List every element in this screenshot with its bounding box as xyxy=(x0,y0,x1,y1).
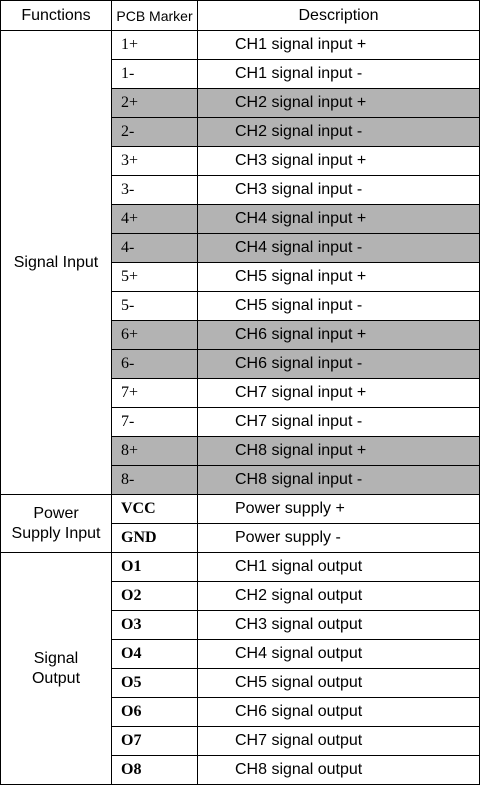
pcb-marker-cell: 3+ xyxy=(111,146,198,176)
description-cell: CH6 signal input + xyxy=(197,320,480,350)
table-row: 5+CH5 signal input + xyxy=(1,262,480,292)
description-cell: CH5 signal input - xyxy=(197,291,480,321)
table-row: 7-CH7 signal input - xyxy=(1,407,480,437)
pcb-marker-cell: O4 xyxy=(111,639,198,669)
description-cell: CH8 signal output xyxy=(197,755,480,785)
function-cell: Signal Output xyxy=(0,552,112,785)
description-cell: CH3 signal input - xyxy=(197,175,480,205)
table-row: 6+CH6 signal input + xyxy=(1,320,480,350)
pcb-marker-cell: 6- xyxy=(111,349,198,379)
pcb-marker-cell: O8 xyxy=(111,755,198,785)
table-row: 4+CH4 signal input + xyxy=(1,204,480,234)
pcb-marker-cell: O2 xyxy=(111,581,198,611)
header-pcb-marker: PCB Marker xyxy=(111,0,198,31)
pcb-marker-cell: GND xyxy=(111,523,198,553)
table-row: 2-CH2 signal input - xyxy=(1,117,480,147)
pcb-marker-cell: VCC xyxy=(111,494,198,524)
pcb-marker-cell: O5 xyxy=(111,668,198,698)
description-cell: CH4 signal input + xyxy=(197,204,480,234)
pcb-marker-cell: 2+ xyxy=(111,88,198,118)
description-cell: Power supply + xyxy=(197,494,480,524)
pcb-marker-cell: O1 xyxy=(111,552,198,582)
description-cell: CH8 signal input + xyxy=(197,436,480,466)
description-cell: CH7 signal input - xyxy=(197,407,480,437)
pcb-marker-cell: O7 xyxy=(111,726,198,756)
description-cell: CH7 signal input + xyxy=(197,378,480,408)
pcb-marker-cell: O3 xyxy=(111,610,198,640)
pin-table: Functions PCB Marker Description Signal … xyxy=(0,0,480,785)
function-cell: Power Supply Input xyxy=(0,494,112,553)
description-cell: CH4 signal output xyxy=(197,639,480,669)
pcb-marker-cell: 7- xyxy=(111,407,198,437)
pcb-marker-cell: 2- xyxy=(111,117,198,147)
header-row: Functions PCB Marker Description xyxy=(0,0,480,31)
table-row: 2+CH2 signal input + xyxy=(1,88,480,118)
pcb-marker-cell: 8- xyxy=(111,465,198,495)
description-cell: CH7 signal output xyxy=(197,726,480,756)
pcb-marker-cell: 1- xyxy=(111,59,198,89)
description-cell: CH1 signal input + xyxy=(197,30,480,60)
description-cell: CH8 signal input - xyxy=(197,465,480,495)
description-cell: CH1 signal output xyxy=(197,552,480,582)
description-cell: CH6 signal output xyxy=(197,697,480,727)
description-cell: CH2 signal input + xyxy=(197,88,480,118)
pcb-marker-cell: 6+ xyxy=(111,320,198,350)
pcb-marker-cell: 4- xyxy=(111,233,198,263)
description-cell: CH3 signal output xyxy=(197,610,480,640)
pcb-marker-cell: 1+ xyxy=(111,30,198,60)
header-description: Description xyxy=(197,0,480,31)
table-row: 1-CH1 signal input - xyxy=(1,59,480,89)
header-functions: Functions xyxy=(0,0,112,31)
pcb-marker-cell: 4+ xyxy=(111,204,198,234)
description-cell: Power supply - xyxy=(197,523,480,553)
pcb-marker-cell: O6 xyxy=(111,697,198,727)
pcb-marker-cell: 5+ xyxy=(111,262,198,292)
description-cell: CH5 signal output xyxy=(197,668,480,698)
function-cell: Signal Input xyxy=(0,30,112,495)
table-row: 8-CH8 signal input - xyxy=(1,465,480,495)
description-cell: CH2 signal input - xyxy=(197,117,480,147)
pcb-marker-cell: 8+ xyxy=(111,436,198,466)
description-cell: CH1 signal input - xyxy=(197,59,480,89)
table-row: 7+CH7 signal input + xyxy=(1,378,480,408)
pcb-marker-cell: 7+ xyxy=(111,378,198,408)
description-cell: CH5 signal input + xyxy=(197,262,480,292)
description-cell: CH4 signal input - xyxy=(197,233,480,263)
table-row: 3+CH3 signal input + xyxy=(1,146,480,176)
description-cell: CH2 signal output xyxy=(197,581,480,611)
pcb-marker-cell: 5- xyxy=(111,291,198,321)
table-row: 6-CH6 signal input - xyxy=(1,349,480,379)
table-row: 3-CH3 signal input - xyxy=(1,175,480,205)
pcb-marker-cell: 3- xyxy=(111,175,198,205)
description-cell: CH3 signal input + xyxy=(197,146,480,176)
description-cell: CH6 signal input - xyxy=(197,349,480,379)
